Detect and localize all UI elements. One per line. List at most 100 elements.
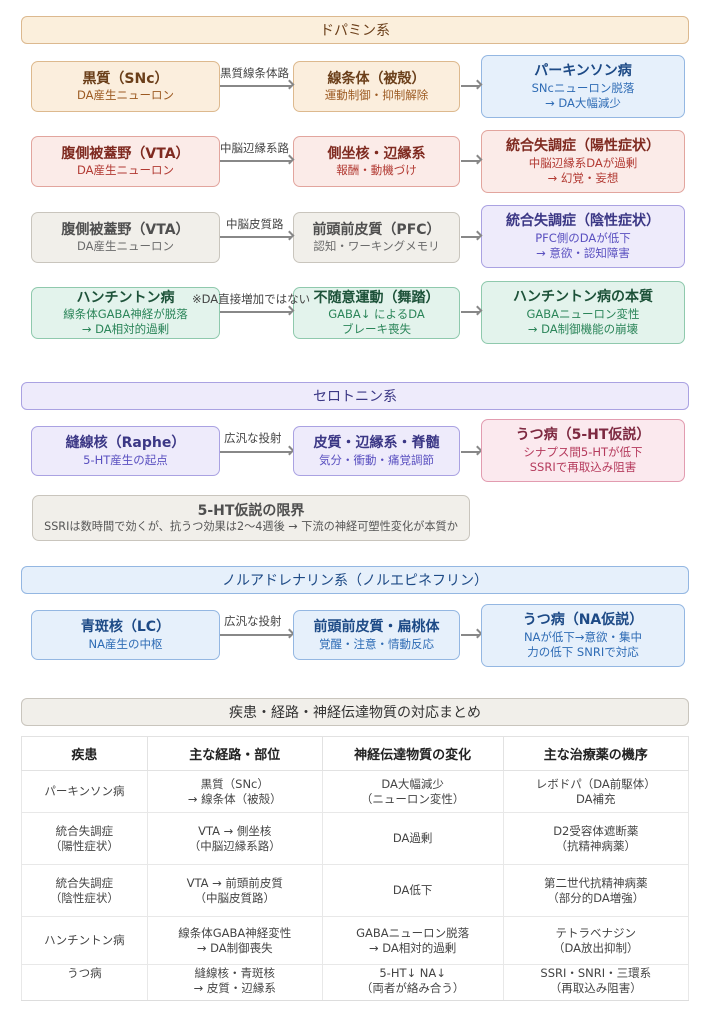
cell-line: （陰性症状） bbox=[49, 890, 119, 905]
cell-line: DA大幅減少 bbox=[381, 776, 444, 791]
table-row: パーキンソン病黒質（SNc）→ 線条体（被殻）DA大幅減少（ニューロン変性）レボ… bbox=[21, 770, 690, 813]
box-sub: 認知・ワーキングメモリ bbox=[313, 239, 440, 254]
arrow bbox=[461, 85, 480, 87]
table-cell: ハンチントン病 bbox=[21, 916, 148, 965]
striatum-box: 線条体（被殻）運動制御・抑制解除 bbox=[293, 61, 460, 112]
serotonin-header: セロトニン系 bbox=[21, 382, 689, 410]
cell-line: 統合失調症 bbox=[55, 823, 114, 838]
arrow bbox=[220, 311, 292, 313]
box-title: 統合失調症（陽性症状） bbox=[506, 138, 660, 155]
cell-line: （ニューロン変性） bbox=[360, 791, 465, 806]
summary-table: 疾患主な経路・部位神経伝達物質の変化主な治療薬の機序 パーキンソン病黒質（SNc… bbox=[21, 736, 690, 1005]
pfc-amygdala-box: 前頭前皮質・扁桃体 覚醒・注意・情動反応 bbox=[293, 610, 460, 660]
arrow bbox=[220, 160, 292, 162]
box-sub: 報酬・動機づけ bbox=[336, 163, 417, 178]
box-sub: ブレーキ喪失 bbox=[342, 322, 411, 337]
cell-line: → 皮質・辺縁系 bbox=[193, 980, 276, 995]
box-title: 5-HT仮説の限界 bbox=[197, 502, 305, 519]
cell-line: （部分的DA増強） bbox=[547, 890, 645, 905]
table-cell: 縫線核・青斑核→ 皮質・辺縁系 bbox=[146, 964, 323, 1005]
table-cell: 黒質（SNc）→ 線条体（被殻） bbox=[146, 770, 323, 813]
box-sub: → DA相対的過剰 bbox=[81, 322, 170, 337]
cell-line: GABAニューロン脱落 bbox=[356, 925, 470, 940]
box-title: 青斑核（LC） bbox=[80, 619, 171, 636]
box-sub: SSRIで再取込み阻害 bbox=[529, 459, 637, 474]
box-title: ハンチントン病の本質 bbox=[513, 289, 653, 306]
box-sub: 気分・衝動・痛覚調節 bbox=[319, 452, 434, 467]
cell-line: 統合失調症 bbox=[55, 875, 114, 890]
cell-line: → DA制御喪失 bbox=[196, 940, 273, 955]
path-label: 中脳辺縁系路 bbox=[220, 141, 289, 155]
cell-line: レボドパ（DA前駆体） bbox=[535, 776, 656, 791]
arrow bbox=[220, 451, 292, 453]
cell-line: （両者が絡み合う） bbox=[360, 980, 465, 995]
box-sub: SNcニューロン脱落 bbox=[531, 80, 635, 95]
arrow bbox=[461, 451, 480, 453]
path-label: 広汎な投射 bbox=[224, 614, 282, 628]
cell-line: （中脳皮質路） bbox=[194, 890, 276, 905]
path-label: 黒質線条体路 bbox=[220, 66, 289, 80]
cell-line: （再取込み阻害） bbox=[549, 980, 642, 995]
cell-line: パーキンソン病 bbox=[44, 784, 125, 799]
vta-box: 腹側被蓋野（VTA）DA産生ニューロン bbox=[31, 212, 220, 263]
box-title: 統合失調症（陰性症状） bbox=[506, 213, 660, 230]
cell-line: （抗精神病薬） bbox=[555, 838, 637, 853]
table-cell: レボドパ（DA前駆体）DA補充 bbox=[502, 770, 690, 813]
cell-line: DA補充 bbox=[576, 791, 616, 806]
box-title: ハンチントン病 bbox=[76, 289, 175, 306]
box-sub: DA産生ニューロン bbox=[76, 163, 175, 178]
cell-line: テトラベナジン bbox=[555, 925, 637, 940]
table-cell: テトラベナジン（DA放出抑制） bbox=[502, 916, 690, 965]
huntington-box: ハンチントン病線条体GABA神経が脱落→ DA相対的過剰 bbox=[31, 287, 220, 339]
box-title: 不随意運動（舞踏） bbox=[313, 289, 440, 306]
schizo-negative-box: 統合失調症（陰性症状）PFC側のDAが低下→ 意欲・認知障害 bbox=[481, 205, 685, 268]
table-cell: 統合失調症（陽性症状） bbox=[21, 812, 148, 865]
box-sub: GABA↓ によるDA bbox=[328, 307, 425, 322]
cell-line: VTA → 前頭前皮質 bbox=[186, 875, 283, 890]
cell-line: （陽性症状） bbox=[49, 838, 119, 853]
box-title: 皮質・辺縁系・脊髄 bbox=[313, 435, 440, 452]
path-label: 中脳皮質路 bbox=[226, 217, 284, 231]
cortex-limbic-box: 皮質・辺縁系・脊髄 気分・衝動・痛覚調節 bbox=[293, 426, 460, 476]
table-cell: DA大幅減少（ニューロン変性） bbox=[321, 770, 504, 813]
box-sub: 5-HT産生の起点 bbox=[83, 452, 168, 467]
table-cell: 線条体GABA神経変性→ DA制御喪失 bbox=[146, 916, 323, 965]
box-title: 前頭前皮質（PFC） bbox=[312, 221, 441, 238]
box-sub: DA産生ニューロン bbox=[76, 88, 175, 103]
dopamine-header: ドパミン系 bbox=[21, 16, 689, 44]
depression-5ht-box: うつ病（5-HT仮説） シナプス間5-HTが低下 SSRIで再取込み阻害 bbox=[481, 419, 685, 482]
box-sub: GABAニューロン変性 bbox=[526, 306, 640, 321]
box-sub: → DA大幅減少 bbox=[545, 95, 621, 110]
arrow bbox=[461, 236, 480, 238]
table-cell: VTA → 前頭前皮質（中脳皮質路） bbox=[146, 864, 323, 917]
box-sub: → DA制御機能の崩壊 bbox=[527, 321, 639, 336]
table-cell: 統合失調症（陰性症状） bbox=[21, 864, 148, 917]
cell-line: うつ病 bbox=[67, 966, 102, 980]
cell-line: ハンチントン病 bbox=[44, 933, 125, 948]
box-title: 黒質（SNc） bbox=[82, 70, 169, 87]
snc-box: 黒質（SNc）DA産生ニューロン bbox=[31, 61, 220, 112]
depression-na-box: うつ病（NA仮説） NAが低下→意欲・集中 力の低下 SNRIで対応 bbox=[481, 604, 685, 667]
box-sub: NAが低下→意欲・集中 bbox=[523, 629, 643, 644]
vta-box: 腹側被蓋野（VTA）DA産生ニューロン bbox=[31, 136, 220, 187]
noradrenaline-header: ノルアドレナリン系（ノルエピネフリン） bbox=[21, 566, 689, 594]
box-sub: 線条体GABA神経が脱落 bbox=[63, 307, 188, 322]
box-sub: SSRIは数時間で効くが、抗うつ効果は2〜4週後 → 下流の神経可塑性変化が本質… bbox=[44, 519, 458, 533]
table-bottom-divider bbox=[21, 1000, 689, 1024]
table-cell: パーキンソン病 bbox=[21, 770, 148, 813]
cell-line: D2受容体遮断薬 bbox=[553, 823, 639, 838]
arrow bbox=[461, 634, 480, 636]
cell-line: → DA相対的過剰 bbox=[368, 940, 457, 955]
path-label: 広汎な投射 bbox=[224, 431, 282, 445]
cell-line: 黒質（SNc） bbox=[200, 776, 269, 791]
table-cell: VTA → 側坐核（中脳辺縁系路） bbox=[146, 812, 323, 865]
raphe-box: 縫線核（Raphe） 5-HT産生の起点 bbox=[31, 426, 220, 476]
cell-line: → 線条体（被殻） bbox=[187, 791, 282, 806]
table-cell: 5-HT↓ NA↓（両者が絡み合う） bbox=[321, 964, 504, 1005]
table-cell: D2受容体遮断薬（抗精神病薬） bbox=[502, 812, 690, 865]
